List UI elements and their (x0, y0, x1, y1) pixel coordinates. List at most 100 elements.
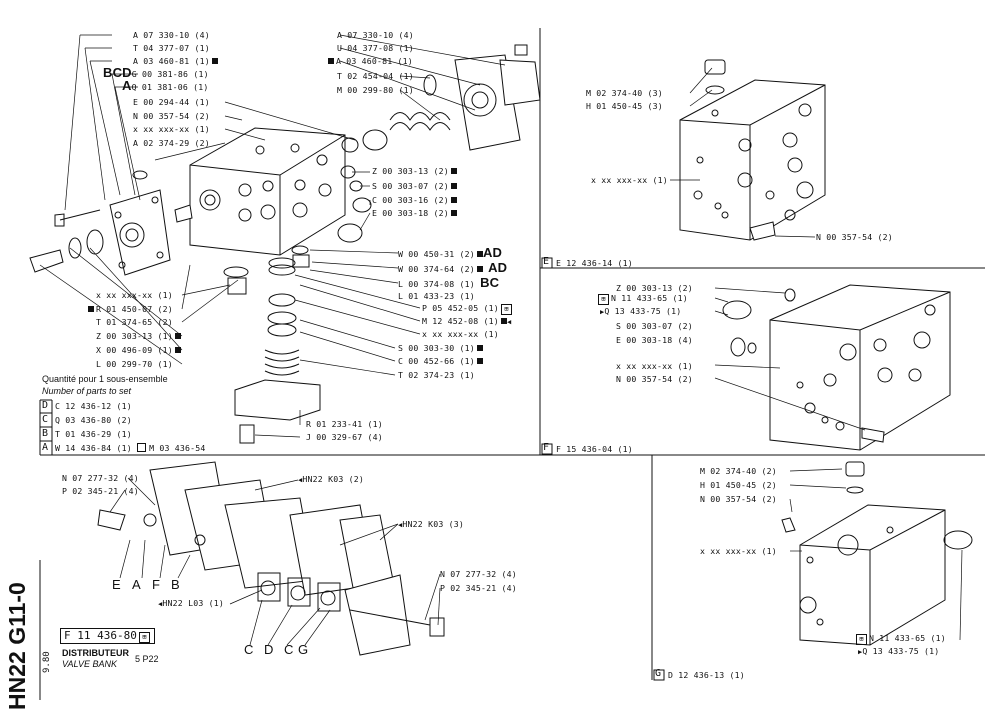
part-label: ◀HN22 L03 (1) (158, 598, 224, 609)
part-label: A 03 460-81 (1) (328, 56, 413, 66)
section-letter: F (152, 577, 160, 592)
service-kit-icon: ⊞ (598, 294, 609, 305)
subset-table-lines (39, 399, 53, 455)
subset-ref: T 01 436-29 (1) (55, 429, 132, 439)
model: 5 P22 (135, 654, 159, 664)
part-label: N 07 277-32 (4) (440, 569, 517, 579)
panel-f-letter-box (541, 443, 553, 455)
subset-ref: W 14 436-84 (1) M 03 436-54 (55, 443, 206, 453)
part-label: T 01 374-65 (2) (96, 317, 173, 327)
marker-square-icon (450, 183, 457, 189)
part-number: W 14 436-84 (1) (55, 443, 132, 453)
part-number: S 00 303-30 (1) (398, 343, 475, 353)
subset-ref: C 12 436-12 (1) (55, 401, 132, 411)
doc-ref-box: F 11 436-80⊞ (60, 628, 155, 644)
part-number: S 00 303-07 (2) (372, 181, 449, 191)
variant-suffix: AD (482, 245, 503, 260)
part-label: S 00 303-30 (1) (398, 343, 483, 353)
part-label: M 02 374-40 (2) (700, 466, 777, 476)
part-label: T 04 377-07 (1) (133, 43, 210, 53)
main-valve-block (189, 127, 346, 256)
part-label: N 00 357-54 (2) (616, 374, 693, 384)
part-label: x xx xxx-xx (1) (422, 329, 499, 339)
panel-letter: E (543, 256, 550, 267)
part-label: W 00 450-31 (2) AD (398, 245, 503, 260)
part-label: E 00 294-44 (1) (133, 97, 210, 107)
spool-stack (223, 245, 321, 444)
assembly-drawing (97, 461, 445, 656)
part-label: AQ 01 381-06 (1) (122, 79, 209, 92)
panel-f-block (714, 284, 951, 451)
part-label: T 02 374-23 (1) (398, 370, 475, 380)
subset-letter: B (42, 428, 49, 439)
part-label: J 00 329-67 (4) (306, 432, 383, 442)
service-kit-icon: ⊞ (138, 632, 150, 643)
variant-suffix: BC (480, 275, 500, 290)
service-kit-icon: ⊞ (500, 304, 512, 315)
part-number: C 00 303-16 (2) (372, 195, 449, 205)
part-label: x xx xxx-xx (1) (133, 124, 210, 134)
marker-square-icon (211, 58, 218, 64)
part-number: A 03 460-81 (1) (336, 56, 413, 66)
part-label: R 01 450-07 (2) (88, 304, 173, 314)
title-fr: DISTRIBUTEUR (62, 648, 129, 658)
panel-ref: F 15 436-04 (1) (556, 444, 633, 454)
section-letter: B (171, 577, 180, 592)
panel-letter: G (655, 668, 662, 679)
part-label: M 02 374-40 (3) (586, 88, 663, 98)
part-number: A 03 460-81 (1) (133, 56, 210, 66)
part-label: T 02 454-04 (1) (337, 71, 414, 81)
part-label: ▶Q 13 433-75 (1) (600, 306, 681, 317)
main-leader-lines (39, 34, 506, 438)
section-letter: D (264, 642, 274, 657)
arrow-left-icon: ◀ (506, 318, 512, 326)
part-label: C 00 452-66 (1) (398, 356, 483, 366)
part-label: S 00 303-07 (2) (372, 181, 457, 191)
arrow-right-icon: ▶ (600, 308, 605, 316)
part-label: A 07 330-10 (4) (133, 30, 210, 40)
part-label: W 00 374-64 (2) AD (398, 261, 507, 274)
title-en: VALVE BANK (62, 659, 118, 669)
marker-square-icon (88, 306, 94, 312)
marker-square-icon (476, 358, 483, 364)
marker-square-icon (328, 58, 334, 64)
part-label: N 07 277-32 (4) (62, 473, 139, 483)
part-label: P 02 345-21 (4) (440, 583, 517, 593)
part-number: M 03 436-54 (149, 443, 206, 453)
part-label: C 00 303-16 (2) (372, 195, 457, 205)
part-label: M 00 299-80 (1) (337, 85, 414, 95)
part-label: Z 00 303-13 (1) (96, 331, 181, 341)
marker-square-icon (174, 347, 181, 353)
marker-square-icon (450, 197, 457, 203)
part-label: L 00 299-70 (1) (96, 359, 173, 369)
section-letter: C (284, 642, 294, 657)
marker-square-icon (500, 318, 507, 324)
doc-ref: F 11 436-80 (64, 629, 137, 642)
part-label: X 00 496-09 (1) (96, 345, 181, 355)
part-number: C 00 452-66 (1) (398, 356, 475, 366)
part-label: H 01 450-45 (3) (586, 101, 663, 111)
section-letter: C (244, 642, 254, 657)
qty-note-en: Number of parts to set (42, 386, 132, 396)
part-label: P 05 452-05 (1)⊞ (422, 303, 512, 315)
part-label: N 00 357-54 (2) (700, 494, 777, 504)
part-label: R 01 233-41 (1) (306, 419, 383, 429)
panel-g-letter-box (653, 669, 665, 681)
part-number: R 01 450-07 (2) (96, 304, 173, 314)
arrow-left-icon: ◀ (298, 476, 303, 484)
part-number: W 00 450-31 (2) (398, 249, 475, 259)
panel-g-block (781, 461, 973, 646)
arrow-left-icon: ◀ (398, 521, 403, 529)
part-label: U 04 377-08 (1) (337, 43, 414, 53)
part-label: A 03 460-81 (1) (133, 56, 218, 66)
part-number: P 05 452-05 (1) (422, 303, 499, 313)
panel-letter: F (543, 442, 550, 453)
part-label: P 02 345-21 (4) (62, 486, 139, 496)
marker-square-icon (450, 210, 457, 216)
part-number: N 11 433-65 (1) (611, 293, 688, 303)
part-label: H 01 450-45 (2) (700, 480, 777, 490)
part-number: W 00 374-64 (2) (398, 264, 475, 274)
part-label: Z 00 303-13 (2) (372, 166, 457, 176)
section-letter: E (112, 577, 121, 592)
part-label: M 12 452-08 (1)◀ (422, 316, 511, 327)
